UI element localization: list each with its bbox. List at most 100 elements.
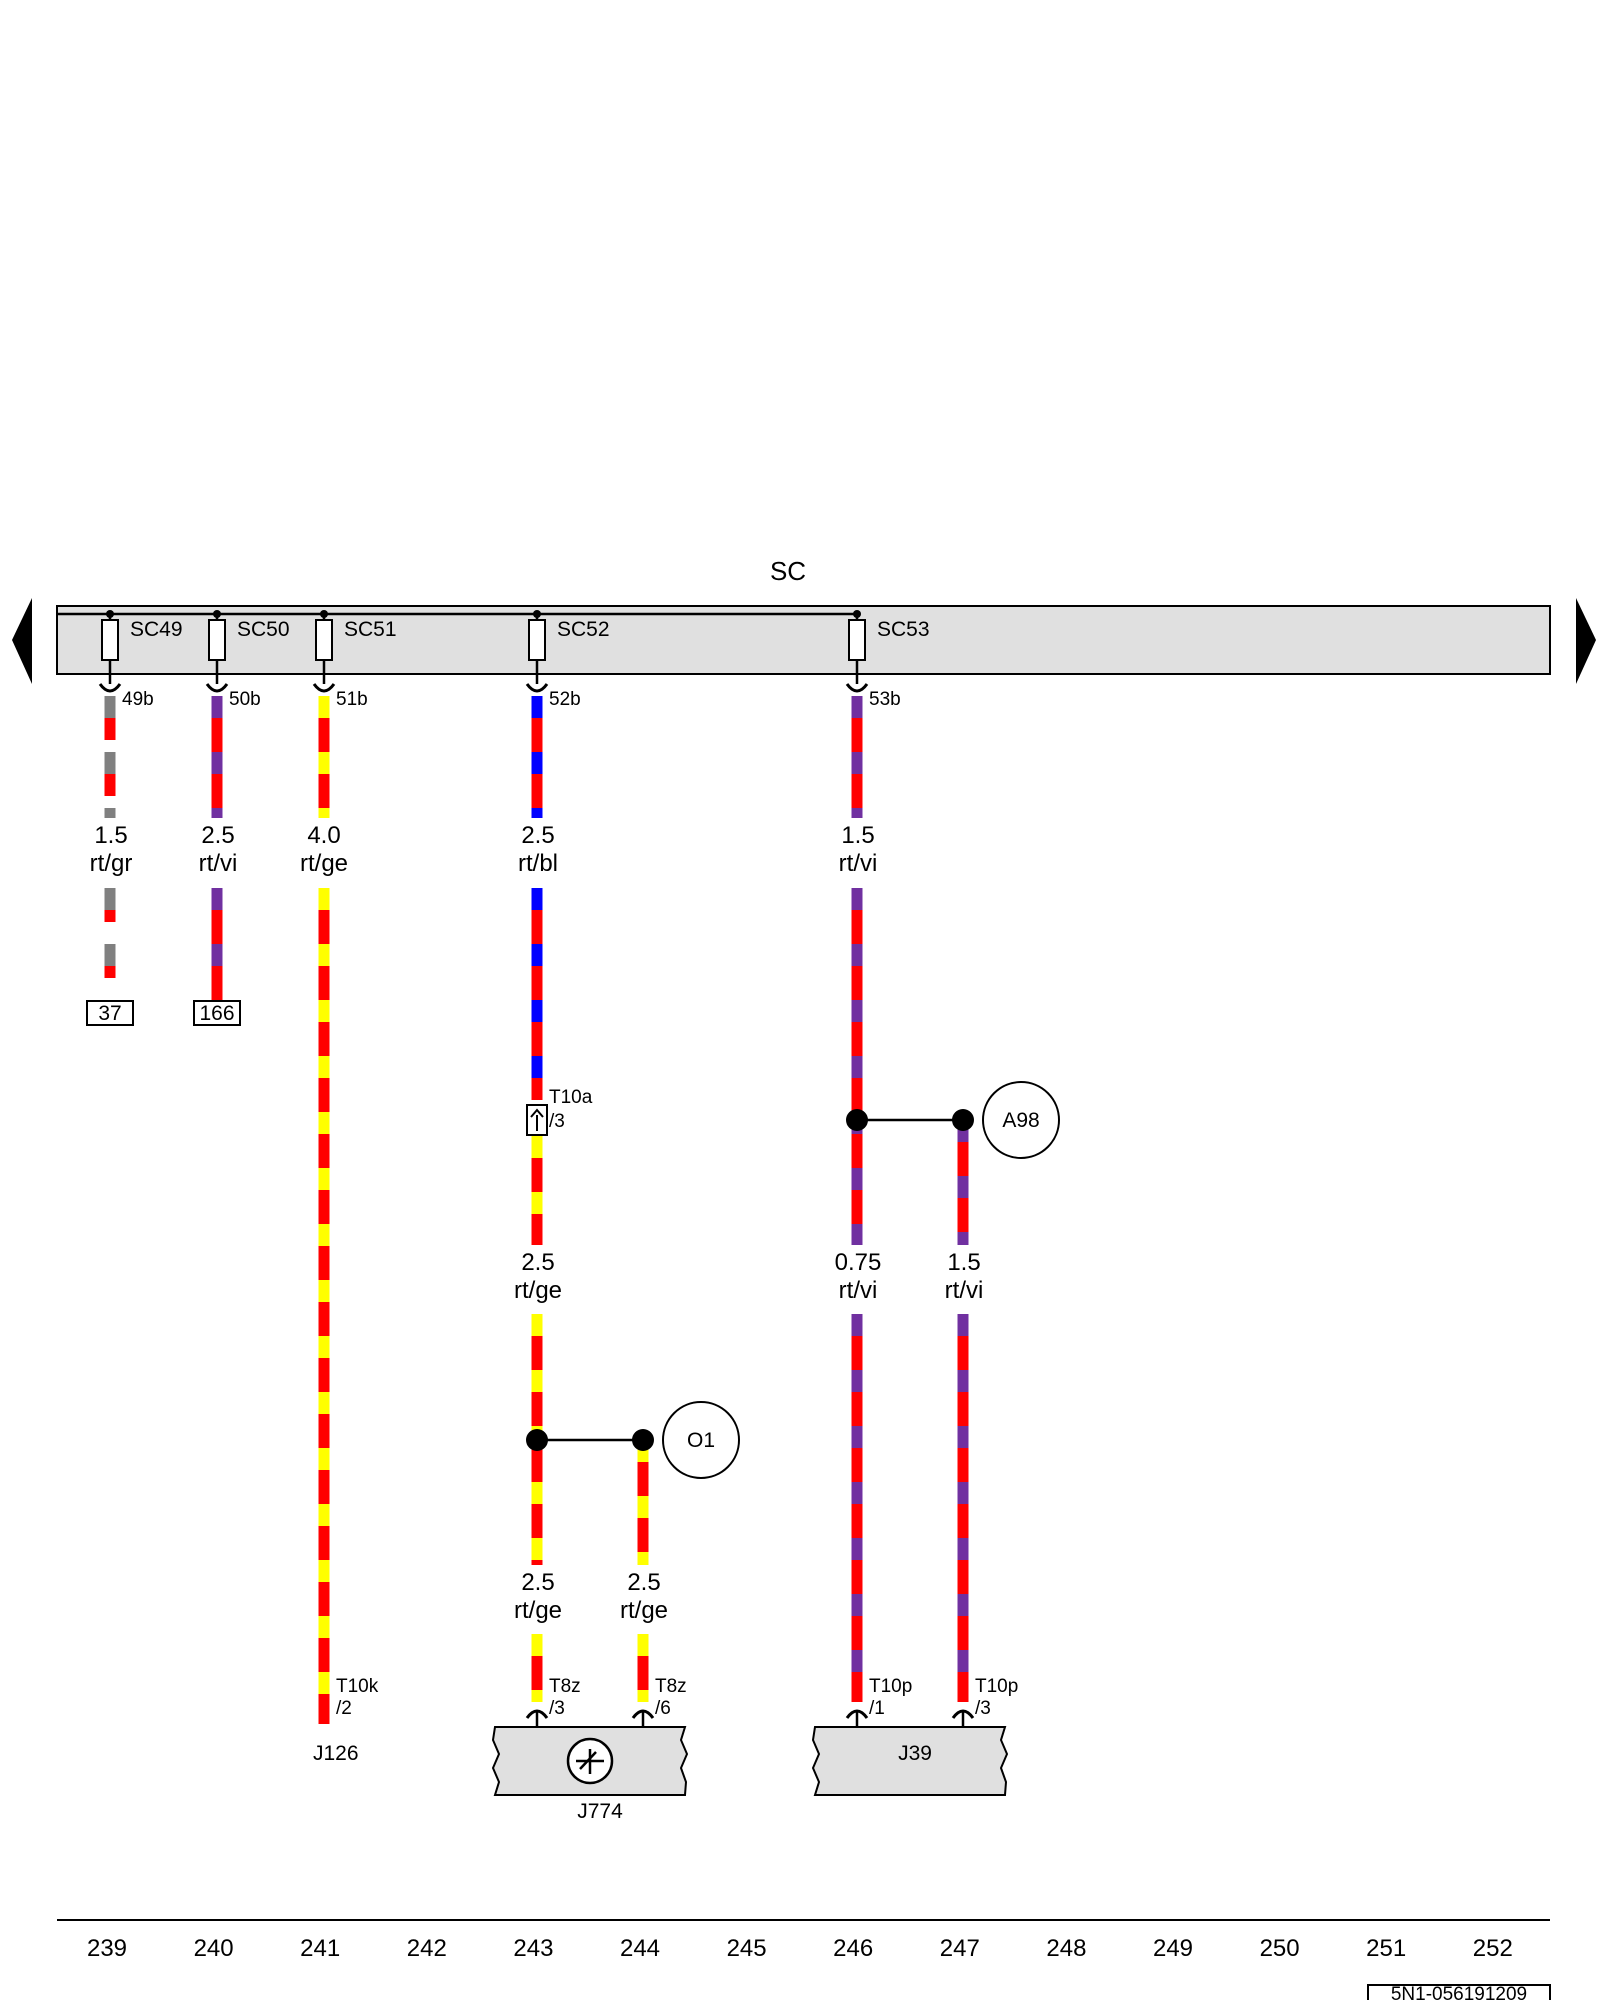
wire-color-246: rt/vi	[839, 1277, 878, 1304]
connector-t8z-6-name: T8z	[655, 1676, 687, 1697]
column-number: 247	[940, 1935, 980, 1962]
fuse-icon	[101, 619, 119, 661]
fuse-icon	[848, 619, 866, 661]
ref-label-37: 37	[98, 1002, 121, 1025]
wire-color-243b: rt/ge	[514, 1597, 562, 1624]
fuse-label-sc51: SC51	[344, 618, 397, 641]
wire-gauge-244: 2.5	[627, 1569, 660, 1596]
column-number: 244	[620, 1935, 660, 1962]
wire-gauge-246: 0.75	[835, 1249, 882, 1276]
socket-icon	[631, 1709, 655, 1719]
fuse-label-sc49: SC49	[130, 618, 183, 641]
column-number: 250	[1260, 1935, 1300, 1962]
connector-t10k-pin: /2	[336, 1698, 352, 1719]
splice-o1-label: O1	[687, 1429, 715, 1452]
wire-color-52: rt/bl	[518, 850, 558, 877]
ref-box-166[interactable]	[193, 1000, 241, 1026]
fuse-label-sc53: SC53	[877, 618, 930, 641]
column-number: 249	[1153, 1935, 1193, 1962]
left-arrow-icon[interactable]	[12, 598, 32, 684]
wire-color-243a: rt/ge	[514, 1277, 562, 1304]
socket-icon	[312, 683, 336, 693]
connector-t8z-6-pin: /6	[655, 1698, 671, 1719]
column-number: 242	[407, 1935, 447, 1962]
pin-label-53b: 53b	[869, 689, 901, 710]
column-number: 240	[194, 1935, 234, 1962]
connector-t10p-3-pin: /3	[975, 1698, 991, 1719]
connector-t8z-3-name: T8z	[549, 1676, 581, 1697]
connector-t10a-pin: /3	[549, 1111, 565, 1132]
socket-icon	[845, 1709, 869, 1719]
doc-id-box	[1367, 1984, 1551, 2000]
splice-a98-label: A98	[1002, 1109, 1039, 1132]
fuse-icon	[528, 619, 546, 661]
fuse-label-sc50: SC50	[237, 618, 290, 641]
pin-label-51b: 51b	[336, 689, 368, 710]
connector-t10p-1-pin: /1	[869, 1698, 885, 1719]
wire-gauge-247: 1.5	[947, 1249, 980, 1276]
splice-node	[632, 1429, 654, 1451]
component-j39-label: J39	[898, 1742, 932, 1765]
column-number: 241	[300, 1935, 340, 1962]
fuse-sc52[interactable]	[525, 610, 549, 693]
wire-gauge-243a: 2.5	[521, 1249, 554, 1276]
column-number: 243	[513, 1935, 553, 1962]
wire-gauge-53: 1.5	[841, 822, 874, 849]
splice-o1-circle[interactable]	[662, 1401, 740, 1479]
fuse-icon	[315, 619, 333, 661]
fuse-sc51[interactable]	[312, 610, 336, 693]
socket-icon	[525, 683, 549, 693]
column-number: 245	[727, 1935, 767, 1962]
wire-color-51: rt/ge	[300, 850, 348, 877]
pin-label-50b: 50b	[229, 689, 261, 710]
doc-id: 5N1-056191209	[1391, 1984, 1527, 2000]
component-j39-box[interactable]	[811, 1726, 1009, 1796]
socket-icon	[525, 1709, 549, 1719]
splice-node	[846, 1109, 868, 1131]
component-j774-label: J774	[577, 1800, 623, 1823]
fuse-sc49[interactable]	[98, 610, 122, 693]
connector-t10k-name: T10k	[336, 1676, 379, 1697]
splice-a98-circle[interactable]	[982, 1081, 1060, 1159]
wire-gauge-50: 2.5	[201, 822, 234, 849]
wire-color-50: rt/vi	[199, 850, 238, 877]
column-number: 252	[1473, 1935, 1513, 1962]
fuse-label-sc52: SC52	[557, 618, 610, 641]
bus-title: SC	[770, 556, 806, 586]
fuse-icon	[208, 619, 226, 661]
fuse-sc53[interactable]	[845, 610, 869, 693]
component-j126-label: J126	[313, 1742, 359, 1765]
socket-icon	[205, 683, 229, 693]
wire-color-49: rt/gr	[90, 850, 133, 877]
pin-label-49b: 49b	[122, 689, 154, 710]
column-number: 239	[87, 1935, 127, 1962]
socket-icon	[98, 683, 122, 693]
wire-color-53: rt/vi	[839, 850, 878, 877]
wire-color-247: rt/vi	[945, 1277, 984, 1304]
connector-t10a-name: T10a	[549, 1087, 593, 1108]
ref-box-37[interactable]	[86, 1000, 134, 1026]
wire-gauge-49: 1.5	[94, 822, 127, 849]
splice-node	[526, 1429, 548, 1451]
socket-icon	[845, 683, 869, 693]
relay-icon	[566, 1737, 614, 1785]
wire-gauge-243b: 2.5	[521, 1569, 554, 1596]
column-numbers: 239 240 241 242 243 244 245 246 247 248 249 250 251 2…	[87, 1935, 1513, 1962]
column-number: 246	[833, 1935, 873, 1962]
connector-t10p-3-name: T10p	[975, 1676, 1018, 1697]
right-arrow-icon[interactable]	[1576, 598, 1596, 684]
ref-label-166: 166	[199, 1002, 234, 1025]
wire-gauge-52: 2.5	[521, 822, 554, 849]
pin-label-52b: 52b	[549, 689, 581, 710]
plug-arrow-icon	[530, 1108, 544, 1131]
wire-gauge-51: 4.0	[307, 822, 340, 849]
sc-bus-bar	[56, 605, 1551, 675]
connector-t10p-1-name: T10p	[869, 1676, 912, 1697]
wire-color-244: rt/ge	[620, 1597, 668, 1624]
column-number: 251	[1366, 1935, 1406, 1962]
fuse-sc50[interactable]	[205, 610, 229, 693]
column-number: 248	[1046, 1935, 1086, 1962]
splice-node	[952, 1109, 974, 1131]
socket-icon	[951, 1709, 975, 1719]
